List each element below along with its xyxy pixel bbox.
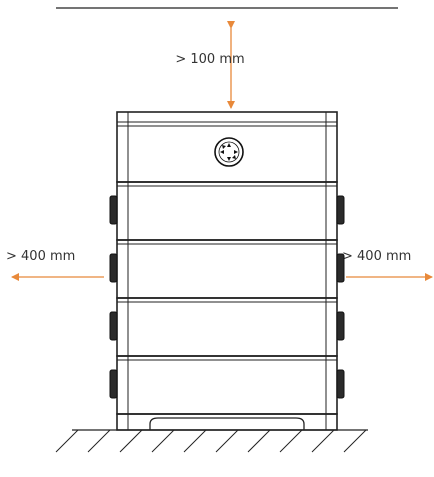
right-clearance-label: > 400 mm [342,249,411,264]
battery-module-4 [116,355,338,415]
battery-base [116,413,338,431]
ground-hatch-icon [55,429,368,453]
side-handle-right-3 [336,311,345,341]
side-handle-left-4 [109,369,118,399]
battery-module-1 [116,181,338,241]
battery-stack [109,111,345,431]
battery-module-3 [116,297,338,357]
top-clearance-label: > 100 mm [175,52,244,67]
left-clearance-label: > 400 mm [6,249,75,264]
side-handle-left-1 [109,195,118,225]
circular-emblem-icon [214,137,244,167]
side-handle-left-2 [109,253,118,283]
side-handle-left-3 [109,311,118,341]
side-handle-right-4 [336,369,345,399]
battery-module-2 [116,239,338,299]
side-handle-right-2 [336,253,345,283]
side-handle-right-1 [336,195,345,225]
